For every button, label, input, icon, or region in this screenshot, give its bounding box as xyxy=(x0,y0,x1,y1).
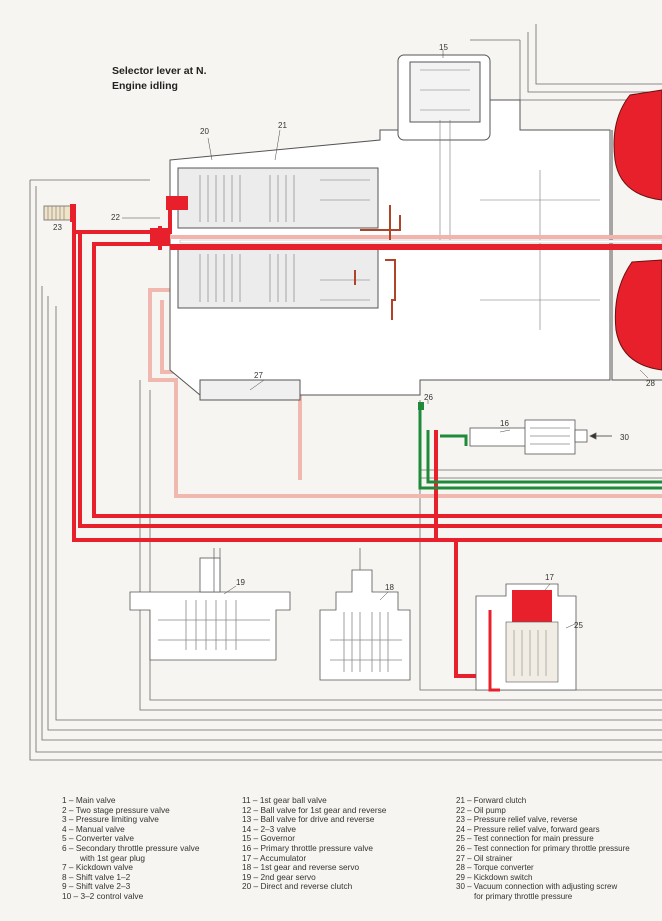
drain-paths xyxy=(354,205,401,320)
legend-item: 18 – 1st gear and reverse servo xyxy=(242,862,360,873)
diagram-caption: Selector lever at N. Engine idling xyxy=(112,64,207,94)
legend-item: 25 – Test connection for main pressure xyxy=(456,834,594,844)
legend-item: 11 – 1st gear ball valve xyxy=(242,795,327,805)
legend-item: 29 – Kickdown switch xyxy=(456,872,533,882)
legend-item: 30 – Vacuum connection with adjusting sc… xyxy=(456,882,618,892)
callout-23: 23 xyxy=(53,223,62,232)
legend-column-1: 1 – Main valve 2 – Two stage pressure va… xyxy=(62,795,200,902)
legend-item: 17 – Accumulator xyxy=(242,852,307,863)
legend-item: 16 – Primary throttle pressure valve xyxy=(242,842,373,853)
pressure-relief-valve-reverse xyxy=(43,204,76,222)
callout-26: 26 xyxy=(424,393,433,402)
legend-item: 5 – Converter valve xyxy=(62,833,134,844)
legend-item: 14 – 2–3 valve xyxy=(242,823,296,834)
outline-circuit-lines xyxy=(29,24,662,761)
second-gear-servo xyxy=(129,548,291,661)
legend-item: 19 – 2nd gear servo xyxy=(242,871,316,882)
callout-27: 27 xyxy=(254,371,263,380)
oil-pump-pressure-port xyxy=(166,196,188,210)
pump-outlet-block xyxy=(150,228,170,246)
legend-item: 22 – Oil pump xyxy=(456,805,506,815)
callout-16: 16 xyxy=(500,419,509,428)
legend-item: 20 – Direct and reverse clutch xyxy=(242,881,353,892)
legend-item: 7 – Kickdown valve xyxy=(62,862,134,873)
legend-item: 26 – Test connection for primary throttl… xyxy=(456,843,630,853)
legend-item-continuation: for primary throttle pressure xyxy=(474,891,573,901)
callout-28: 28 xyxy=(646,379,655,388)
first-gear-reverse-servo xyxy=(319,548,411,681)
legend-item: 27 – Oil strainer xyxy=(456,853,513,863)
legend-item: 24 – Pressure relief valve, forward gear… xyxy=(456,824,600,834)
callout-30: 30 xyxy=(620,433,629,442)
legend-item: 10 – 3–2 control valve xyxy=(62,890,144,901)
legend-item: 28 – Torque converter xyxy=(456,863,534,873)
throttle-test-port-fitting xyxy=(418,402,424,410)
legend-item: 12 – Ball valve for 1st gear and reverse xyxy=(242,804,387,815)
legend-item: 8 – Shift valve 1–2 xyxy=(62,871,131,882)
callout-labels: 15 20 21 22 23 27 28 26 16 30 19 18 17 2… xyxy=(53,43,655,630)
torque-converter xyxy=(611,89,662,381)
mainshaft-pressure xyxy=(170,235,662,250)
callout-25: 25 xyxy=(574,621,583,630)
callout-17: 17 xyxy=(545,573,554,582)
legend-item: 21 – Forward clutch xyxy=(456,796,527,805)
callout-18: 18 xyxy=(385,583,394,592)
callout-15: 15 xyxy=(439,43,448,52)
legend-item: 6 – Secondary throttle pressure valve xyxy=(62,842,200,853)
callout-21: 21 xyxy=(278,121,287,130)
caption-engine-state: Engine idling xyxy=(112,80,178,92)
throttle-pressure-circuit xyxy=(418,410,662,490)
callout-22: 22 xyxy=(111,213,120,222)
caption-selector-position: Selector lever at N. xyxy=(112,65,207,77)
primary-throttle-valve xyxy=(469,419,612,455)
legend-item: 9 – Shift valve 2–3 xyxy=(62,881,131,892)
legend-column-3: 21 – Forward clutch 22 – Oil pump 23 – P… xyxy=(456,796,630,902)
accumulator xyxy=(475,583,577,692)
legend-column-2: 11 – 1st gear ball valve 12 – Ball valve… xyxy=(242,795,387,892)
legend-item: 1 – Main valve xyxy=(62,795,116,805)
leader-lines xyxy=(122,50,649,629)
legend-item: 15 – Governor xyxy=(242,833,296,844)
callout-20: 20 xyxy=(200,127,209,136)
legend-item-continuation: with 1st gear plug xyxy=(80,852,146,863)
legend-item: 23 – Pressure relief valve, reverse xyxy=(456,815,578,825)
legend-item: 13 – Ball valve for drive and reverse xyxy=(242,814,375,825)
legend-item: 4 – Manual valve xyxy=(62,823,125,834)
callout-19: 19 xyxy=(236,578,245,587)
legend-item: 2 – Two stage pressure valve xyxy=(62,804,170,815)
legend-item: 3 – Pressure limiting valve xyxy=(62,814,159,825)
